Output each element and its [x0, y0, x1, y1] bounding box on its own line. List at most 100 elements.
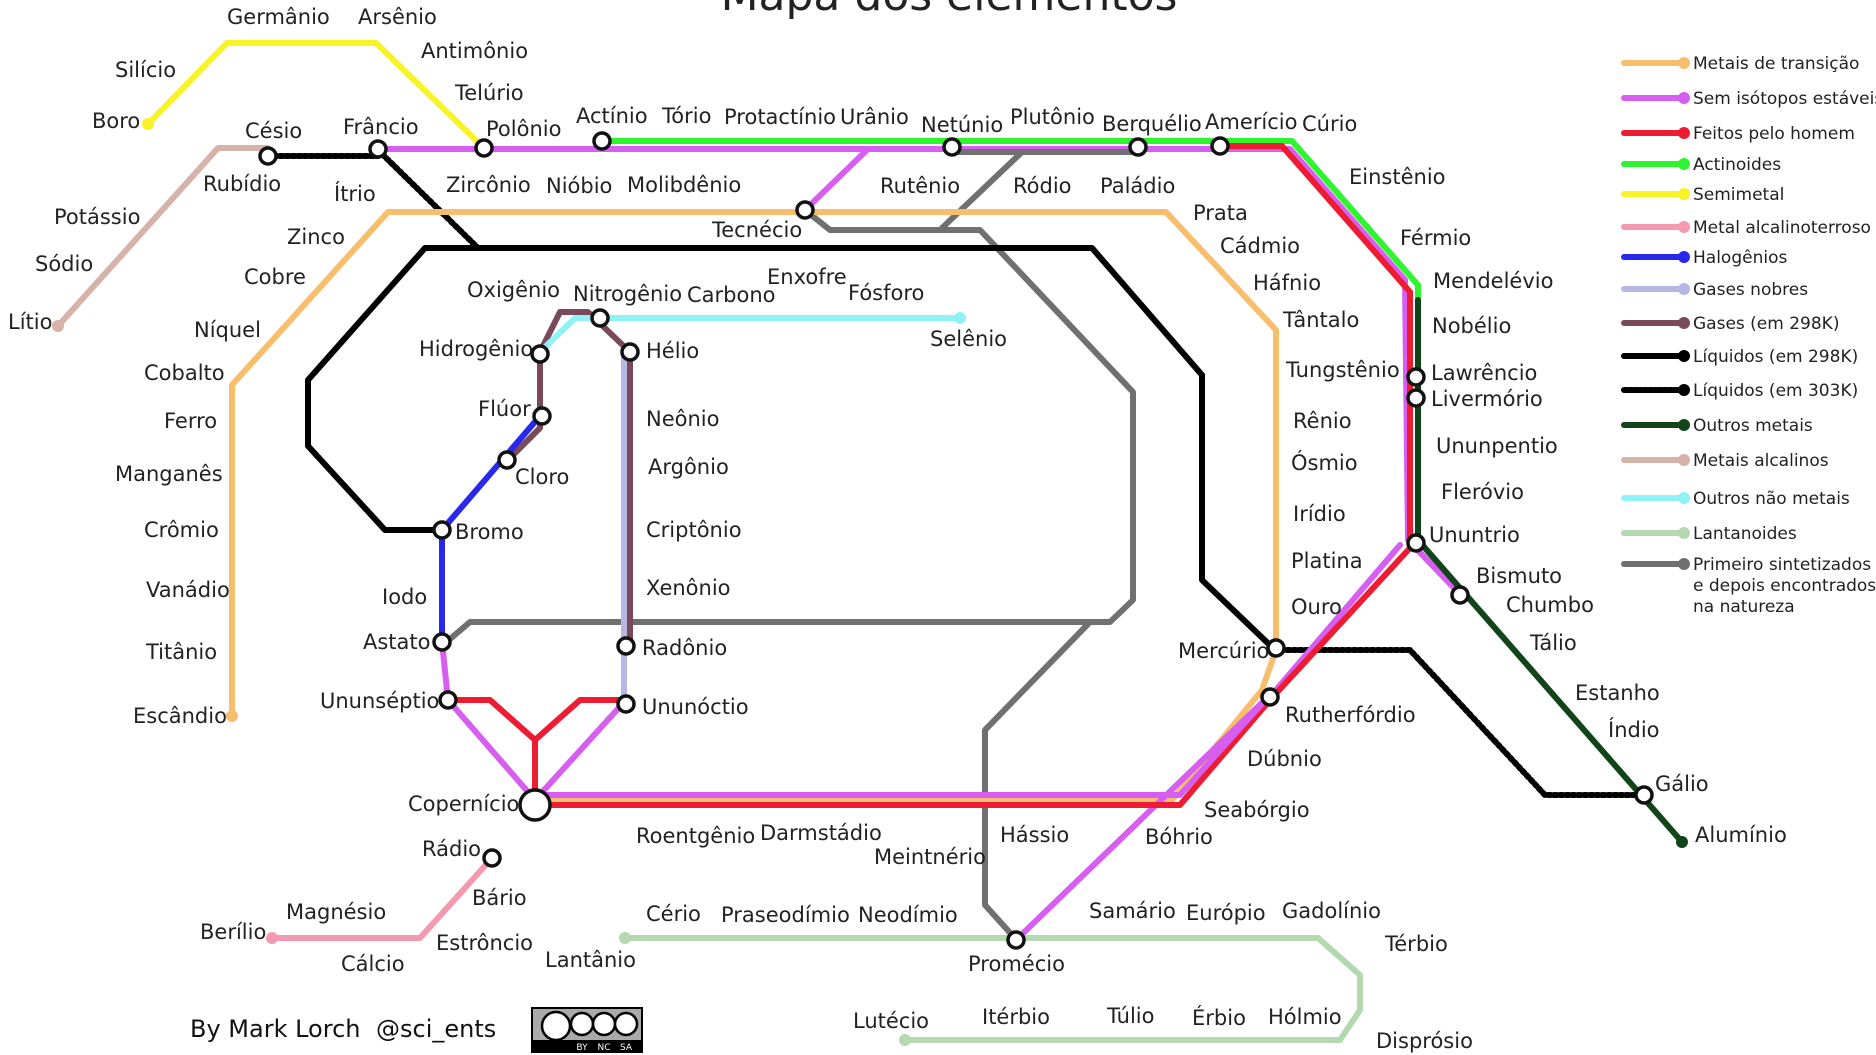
nc-icon — [591, 1011, 617, 1037]
legend-dot-13 — [1678, 492, 1690, 504]
label-bario: Bário — [472, 886, 527, 910]
legend-dot-8 — [1678, 317, 1690, 329]
label-tungstenio: Tungstênio — [1285, 358, 1400, 382]
alkali-line — [55, 145, 271, 329]
label-cerio: Cério — [646, 902, 701, 926]
label-carbono: Carbono — [687, 283, 776, 307]
legend-dot-12 — [1678, 454, 1690, 466]
label-oxigenio: Oxigênio — [467, 278, 560, 302]
label-prata: Prata — [1193, 201, 1248, 225]
cc-icon — [540, 1010, 572, 1042]
station-hidrogenio — [530, 344, 550, 364]
label-cesio: Césio — [245, 119, 302, 143]
label-argonio: Argônio — [648, 455, 729, 479]
legend-label-8: Gases (em 298K) — [1693, 314, 1839, 334]
legend-dot-15 — [1678, 558, 1690, 570]
label-neonio: Neônio — [646, 407, 719, 431]
svg-text:BY: BY — [576, 1043, 588, 1053]
label-cromio: Crômio — [144, 518, 219, 542]
label-enxofre: Enxofre — [767, 265, 847, 289]
label-flerovio: Fleróvio — [1441, 480, 1524, 504]
label-curio: Cúrio — [1302, 112, 1357, 136]
label-plutonio: Plutônio — [1010, 105, 1095, 129]
station-astato — [432, 632, 452, 652]
label-ununtrio: Ununtrio — [1429, 523, 1520, 547]
label-erbio: Érbio — [1192, 1005, 1246, 1030]
label-radio: Rádio — [422, 837, 481, 861]
label-manganes: Manganês — [115, 462, 223, 486]
station-lawrencio — [1406, 367, 1426, 387]
station-bismuto — [1450, 585, 1470, 605]
liquid303-hg-ga — [1272, 647, 1647, 798]
label-cobre: Cobre — [244, 265, 306, 289]
no-stable-promecio — [1013, 542, 1403, 943]
synth-promecio — [982, 619, 1093, 938]
legend-label-5: Metal alcalinoterroso — [1693, 218, 1871, 238]
station-galio — [1634, 785, 1654, 805]
legend-label-6: Halogênios — [1693, 248, 1787, 268]
label-titanio: Titânio — [145, 640, 217, 664]
label-talio: Tálio — [1529, 631, 1577, 655]
label-tecnecio: Tecnécio — [711, 218, 802, 242]
legend-dot-4 — [1678, 188, 1690, 200]
label-meintnerio: Meintnério — [874, 845, 986, 869]
label-bohrio: Bóhrio — [1145, 825, 1213, 849]
credit-author: By Mark Lorch — [190, 1015, 360, 1043]
legend-dot-1 — [1678, 92, 1690, 104]
station-labels: Germânio Arsênio Silício Antimônio Boro … — [8, 5, 1787, 1053]
label-iodo: Iodo — [382, 585, 427, 609]
label-aluminio: Alumínio — [1695, 823, 1787, 847]
label-livermorio: Livermório — [1431, 387, 1543, 411]
label-disprosio: Disprósio — [1376, 1029, 1473, 1053]
station-ununtrio — [1406, 533, 1426, 553]
label-promecio: Promécio — [968, 952, 1065, 976]
station-ununoctio — [616, 694, 636, 714]
legend-dot-9 — [1678, 350, 1690, 362]
label-neodimio: Neodímio — [858, 903, 958, 927]
station-cloro — [497, 450, 517, 470]
label-xenonio: Xenônio — [646, 576, 731, 600]
station-americio — [1210, 136, 1230, 156]
station-ununseptio — [438, 690, 458, 710]
label-francio: Frâncio — [343, 115, 419, 139]
label-roentgenio: Roentgênio — [636, 824, 755, 848]
label-galio: Gálio — [1655, 772, 1709, 796]
label-terbio: Térbio — [1384, 932, 1448, 956]
label-copernicio: Copernício — [408, 792, 519, 816]
station-francio — [368, 139, 388, 159]
label-berquelio: Berquélio — [1102, 112, 1202, 136]
label-nobelio: Nobélio — [1432, 314, 1511, 338]
legend-dot-3 — [1678, 158, 1690, 170]
label-renio: Rênio — [1293, 409, 1352, 433]
label-helio: Hélio — [646, 339, 699, 363]
label-rutenio: Rutênio — [880, 174, 960, 198]
label-lutecio: Lutécio — [853, 1009, 929, 1033]
label-selenio: Selênio — [930, 327, 1007, 351]
station-fluor — [532, 406, 552, 426]
label-rubidio: Rubídio — [203, 172, 281, 196]
label-lawrencio: Lawrêncio — [1431, 361, 1537, 385]
label-polonio: Polônio — [486, 117, 561, 141]
label-cadmio: Cádmio — [1220, 234, 1300, 258]
label-mercurio: Mercúrio — [1178, 639, 1269, 663]
label-magnesio: Magnésio — [286, 900, 386, 924]
liquid303-fr-diag — [375, 147, 481, 251]
label-fluor: Flúor — [478, 397, 531, 421]
alkaline-earth-line — [269, 855, 495, 941]
label-gadolinio: Gadolínio — [1282, 899, 1381, 923]
legend-dot-0 — [1678, 57, 1690, 69]
legend-label-13: Outros não metais — [1693, 489, 1850, 509]
label-molibdenio: Molibdênio — [627, 173, 741, 197]
label-darmstadio: Darmstádio — [760, 821, 882, 845]
label-calcio: Cálcio — [341, 952, 405, 976]
label-vanadio: Vanádio — [146, 578, 230, 602]
station-tecnecio — [795, 200, 815, 220]
legend-label-4: Semimetal — [1693, 185, 1784, 205]
label-cloro: Cloro — [515, 465, 569, 489]
legend-label-14: Lantanoides — [1693, 524, 1797, 544]
label-mendelevio: Mendelévio — [1433, 269, 1553, 293]
label-netunio: Netúnio — [921, 113, 1003, 137]
label-niquel: Níquel — [194, 318, 261, 342]
label-iterbio: Itérbio — [982, 1005, 1050, 1029]
